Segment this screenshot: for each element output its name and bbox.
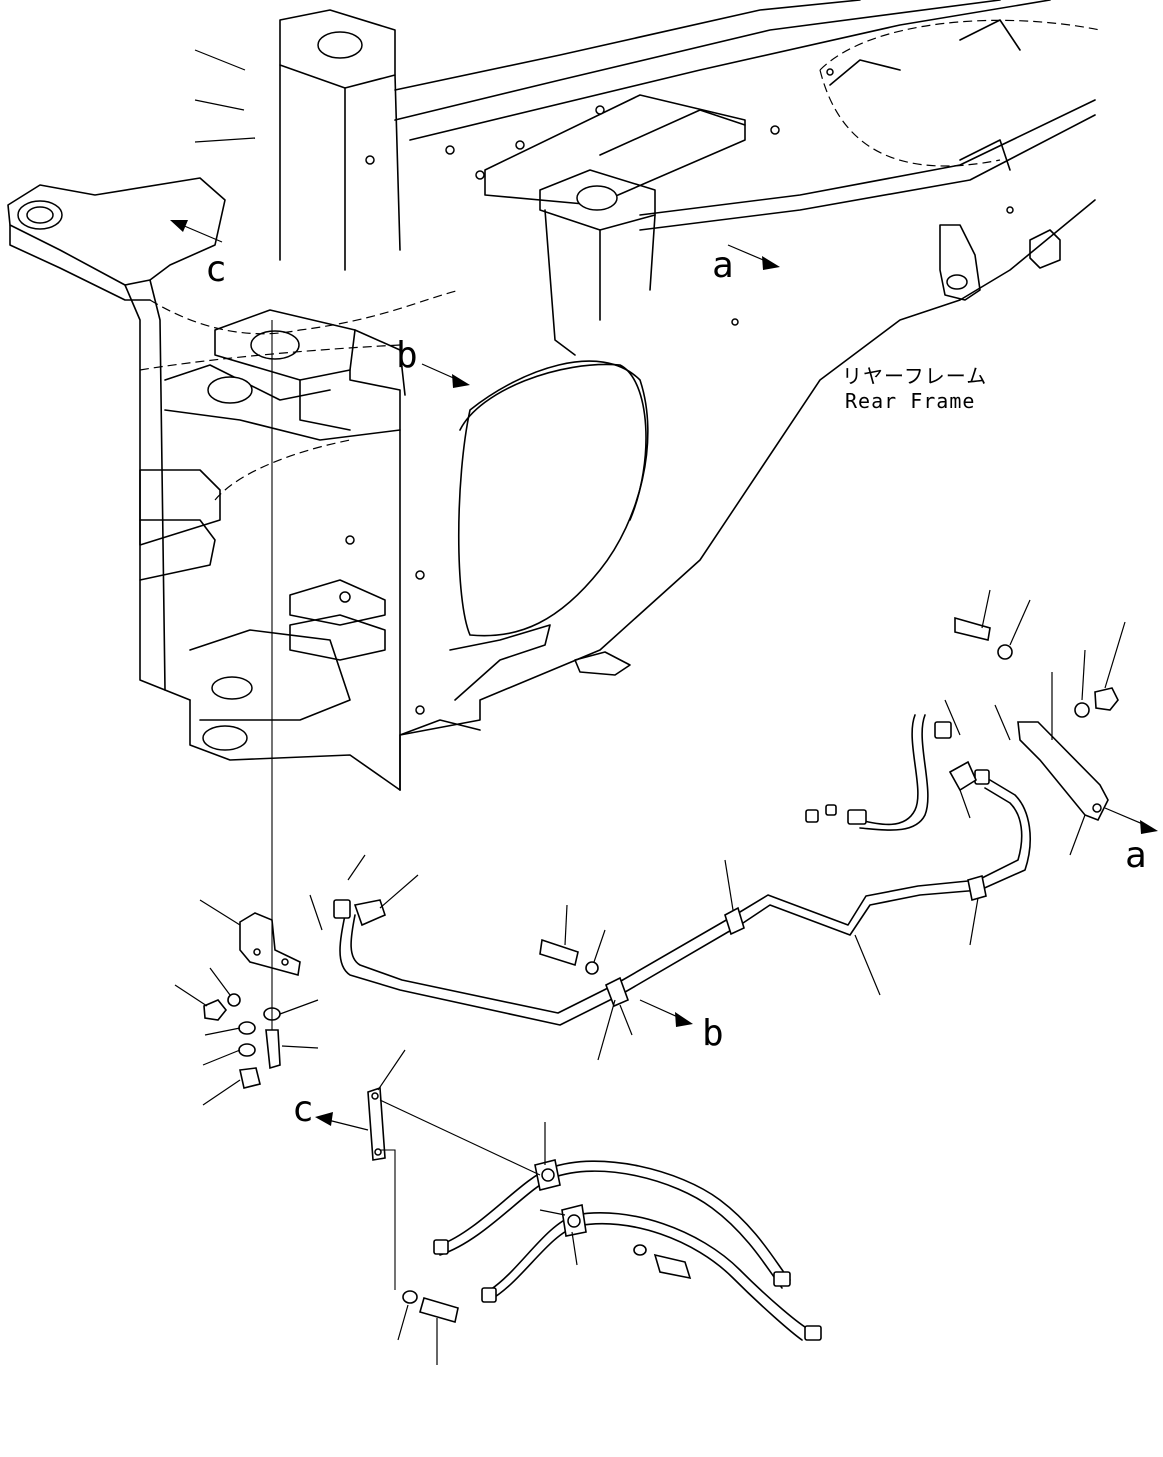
ref-letter-c-lower: c [292,1089,314,1130]
hose-assembly-drawing [367,1086,822,1341]
ref-letter-b-lower: b [702,1013,724,1054]
leader-lines [170,49,1158,1365]
ref-letter-b-upper: b [396,335,418,376]
frame-label-japanese: リヤーフレーム [842,364,988,388]
ref-letter-a-lower: a [1125,835,1147,876]
ref-letter-a-upper: a [712,245,734,286]
frame-label-english: Rear Frame [845,389,976,413]
tube-assembly-drawing [203,320,1119,1089]
ref-letter-c-upper: c [205,249,227,290]
rear-frame-drawing [7,0,1101,791]
